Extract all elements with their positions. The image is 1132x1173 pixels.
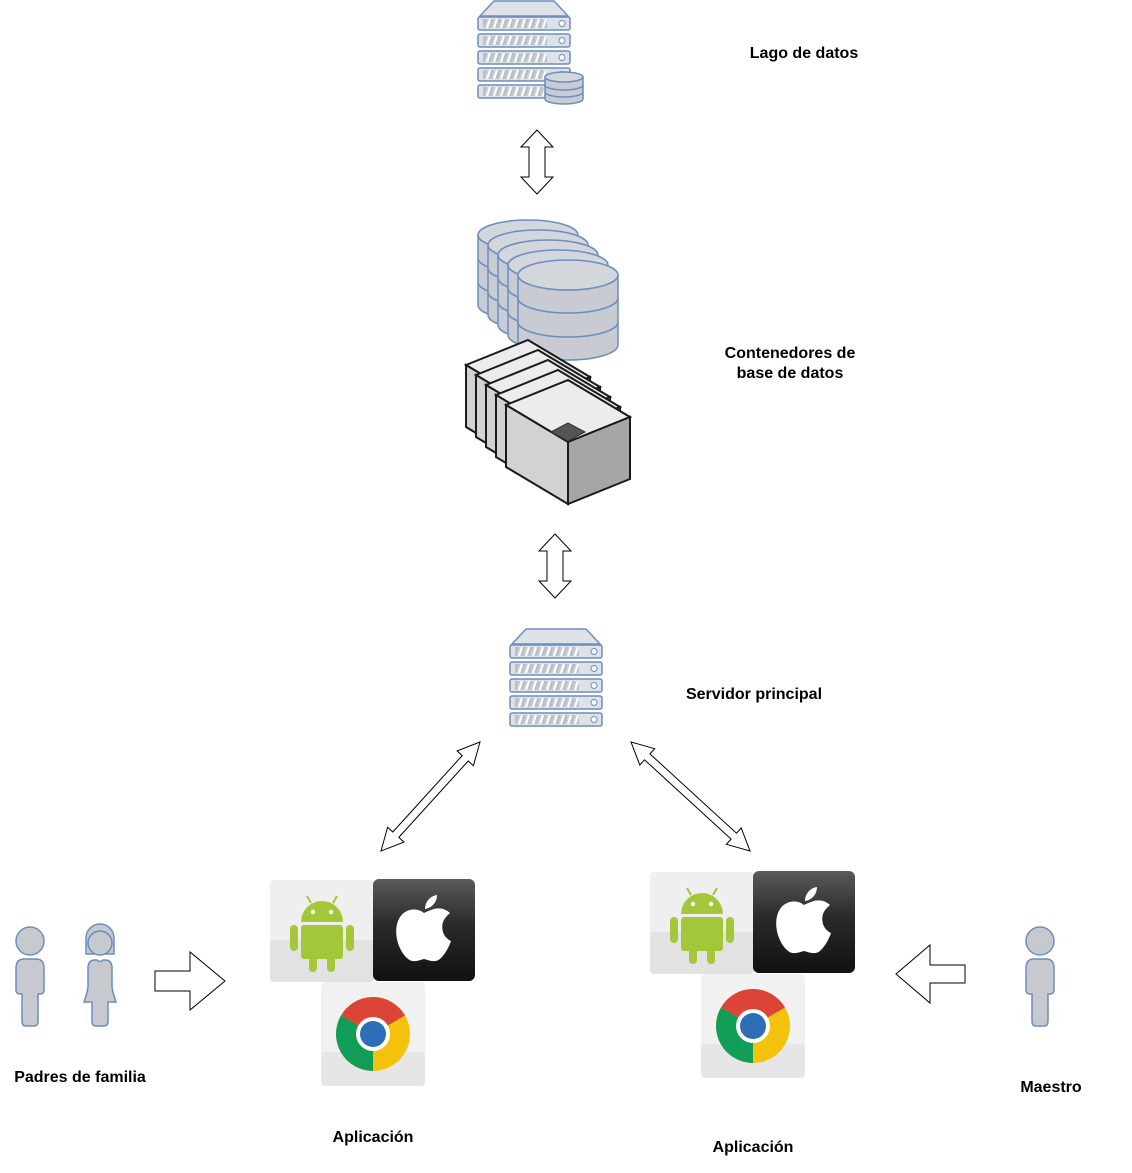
arrow-containers-server	[537, 533, 573, 599]
teacher-user-icon	[1025, 926, 1055, 1027]
label-db-containers-line1: Contenedores de	[724, 345, 856, 362]
arrow-parents-app	[154, 950, 226, 1012]
arrow-teacher-app	[895, 943, 966, 1005]
chrome-icon	[321, 982, 425, 1086]
arrow-datalake-containers	[519, 129, 555, 195]
label-data-lake: Lago de datos	[749, 45, 859, 62]
father-icon	[15, 926, 45, 1027]
label-db-containers: Contenedores de base de datos	[700, 344, 880, 384]
label-parents: Padres de familia	[14, 1069, 146, 1086]
apple-icon	[373, 879, 475, 981]
data-lake-server-icon	[478, 1, 584, 105]
label-teacher: Maestro	[1020, 1079, 1082, 1096]
apple-icon	[753, 871, 855, 973]
arrow-server-app-left	[380, 741, 481, 852]
label-app-right: Aplicación	[712, 1139, 794, 1156]
app-right-icons	[649, 871, 855, 1078]
container-boxes-icon	[465, 339, 631, 505]
app-left-icons	[269, 879, 475, 1086]
android-icon	[649, 871, 755, 975]
chrome-icon	[701, 974, 805, 1078]
main-server-icon	[510, 629, 602, 726]
label-main-server: Servidor principal	[685, 686, 823, 703]
label-app-left: Aplicación	[332, 1129, 414, 1146]
label-db-containers-line2: base de datos	[736, 365, 844, 382]
arrow-server-app-right	[630, 741, 751, 852]
mother-icon	[82, 923, 118, 1027]
android-icon	[269, 879, 375, 983]
parents-users-icon	[15, 923, 118, 1027]
database-cylinders-icon	[477, 219, 619, 361]
